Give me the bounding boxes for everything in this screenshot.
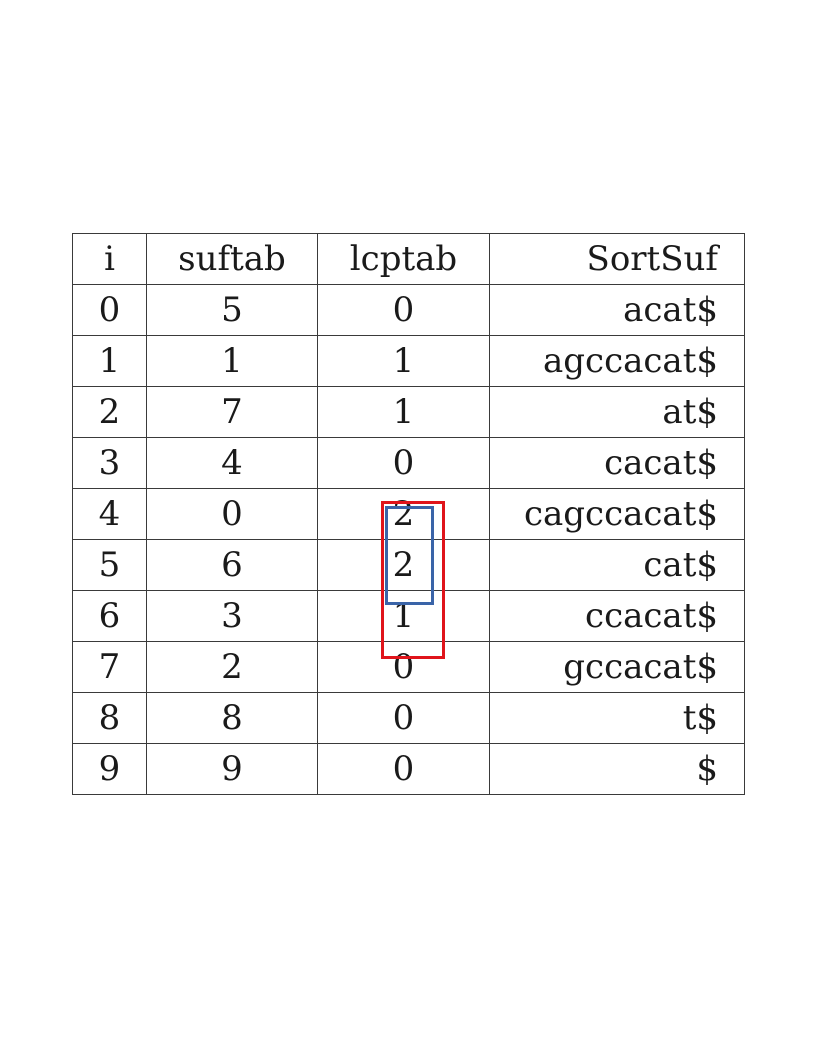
cell-suftab: 6 xyxy=(146,539,318,591)
cell-sortsuf: cacat$ xyxy=(489,437,745,489)
cell-suftab: 7 xyxy=(146,386,318,438)
cell-suftab: 1 xyxy=(146,335,318,387)
header-suftab: suftab xyxy=(146,233,318,285)
cell-i: 4 xyxy=(72,488,147,540)
cell-i: 2 xyxy=(72,386,147,438)
cell-suftab: 9 xyxy=(146,743,318,795)
cell-sortsuf: at$ xyxy=(489,386,745,438)
cell-lcptab: 0 xyxy=(317,641,490,693)
cell-lcptab: 1 xyxy=(317,386,490,438)
cell-sortsuf: acat$ xyxy=(489,284,745,336)
table-header-row: i suftab lcptab SortSuf xyxy=(72,233,745,285)
cell-i: 0 xyxy=(72,284,147,336)
cell-i: 1 xyxy=(72,335,147,387)
cell-i: 7 xyxy=(72,641,147,693)
cell-suftab: 8 xyxy=(146,692,318,744)
cell-sortsuf: gccacat$ xyxy=(489,641,745,693)
cell-suftab: 3 xyxy=(146,590,318,642)
header-lcptab: lcptab xyxy=(317,233,490,285)
cell-suftab: 2 xyxy=(146,641,318,693)
cell-sortsuf: agccacat$ xyxy=(489,335,745,387)
cell-suftab: 5 xyxy=(146,284,318,336)
cell-lcptab: 1 xyxy=(317,335,490,387)
cell-lcptab: 0 xyxy=(317,692,490,744)
header-i: i xyxy=(72,233,147,285)
cell-lcptab: 2 xyxy=(317,488,490,540)
header-sortsuf: SortSuf xyxy=(489,233,745,285)
cell-lcptab: 0 xyxy=(317,284,490,336)
cell-lcptab: 2 xyxy=(317,539,490,591)
cell-sortsuf: $ xyxy=(489,743,745,795)
cell-suftab: 0 xyxy=(146,488,318,540)
cell-lcptab: 0 xyxy=(317,743,490,795)
cell-sortsuf: cagccacat$ xyxy=(489,488,745,540)
cell-i: 5 xyxy=(72,539,147,591)
cell-i: 8 xyxy=(72,692,147,744)
cell-sortsuf: ccacat$ xyxy=(489,590,745,642)
cell-sortsuf: cat$ xyxy=(489,539,745,591)
cell-i: 3 xyxy=(72,437,147,489)
cell-i: 9 xyxy=(72,743,147,795)
cell-suftab: 4 xyxy=(146,437,318,489)
cell-lcptab: 0 xyxy=(317,437,490,489)
cell-i: 6 xyxy=(72,590,147,642)
cell-sortsuf: t$ xyxy=(489,692,745,744)
cell-lcptab: 1 xyxy=(317,590,490,642)
